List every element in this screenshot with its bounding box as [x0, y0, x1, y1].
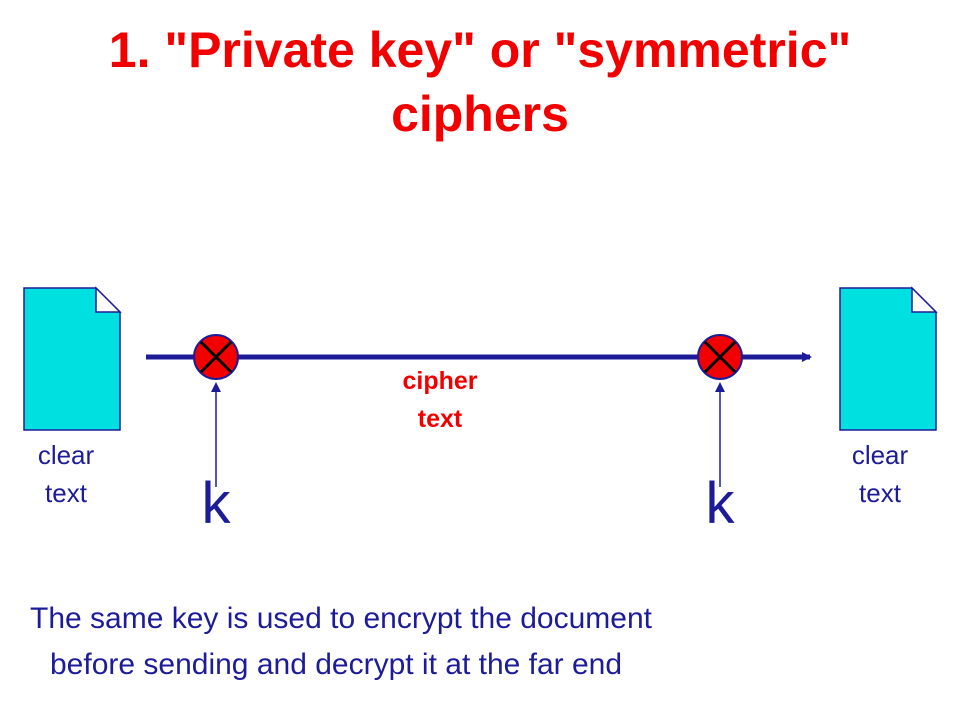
- slide-caption: The same key is used to encrypt the docu…: [30, 596, 950, 688]
- right-document-label: clear text: [820, 436, 940, 512]
- cipher-text-label-line-1: cipher: [402, 367, 478, 395]
- left-document-label-line-2: text: [45, 478, 87, 508]
- left-document-label: clear text: [6, 436, 126, 512]
- slide-title-line-1: 1. "Private key" or "symmetric": [108, 22, 852, 78]
- decrypt-operator-icon: [697, 334, 743, 380]
- slide-caption-line-1: The same key is used to encrypt the docu…: [30, 602, 652, 635]
- right-document-label-line-1: clear: [851, 440, 909, 470]
- left-document-icon: [23, 286, 122, 431]
- cipher-text-label-line-2: text: [417, 405, 463, 433]
- slide-title: 1. "Private key" or "symmetric" ciphers: [0, 18, 960, 146]
- cipher-text-label: cipher text: [350, 362, 530, 438]
- left-document-label-line-1: clear: [37, 440, 95, 470]
- encrypt-operator-icon: [193, 334, 239, 380]
- right-document-label-line-2: text: [859, 478, 901, 508]
- slide-caption-line-2: before sending and decrypt it at the far…: [50, 648, 623, 681]
- decrypt-key-label: k: [705, 471, 735, 536]
- right-document-icon: [839, 286, 938, 431]
- encrypt-key-label: k: [201, 471, 231, 536]
- slide-title-line-2: ciphers: [391, 86, 569, 142]
